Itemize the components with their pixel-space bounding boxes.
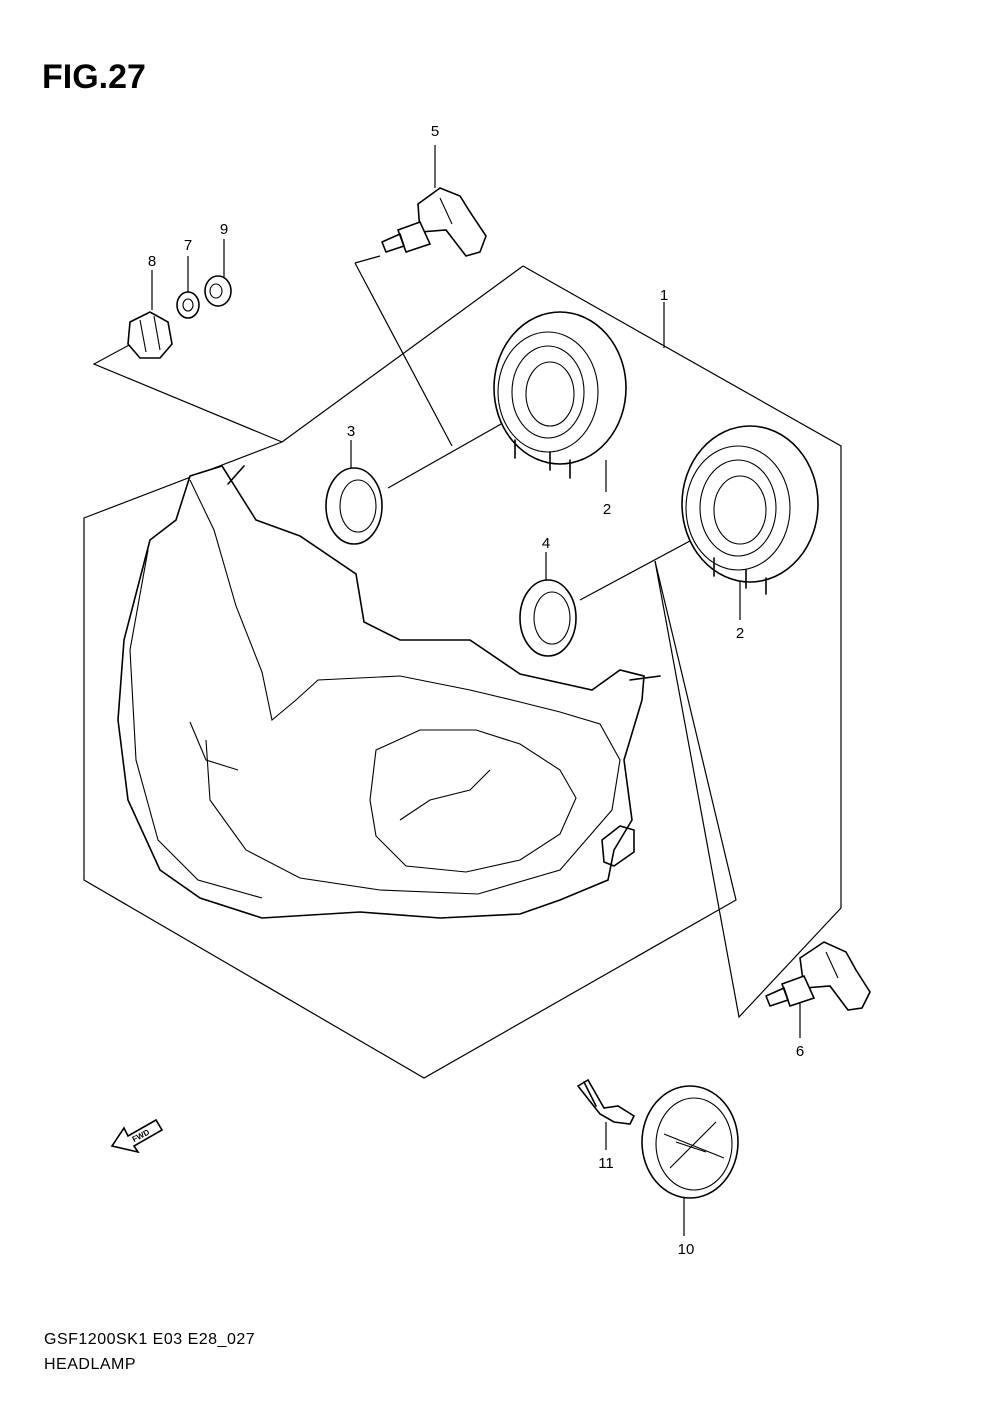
callout-labels: 1 2 2 3 4 5 6 7 8 9 10 11	[148, 123, 804, 1258]
callout-9: 9	[220, 221, 228, 238]
diagram-caption: HEADLAMP	[44, 1356, 137, 1373]
callout-2-lower: 2	[736, 625, 744, 642]
callout-4: 4	[542, 535, 550, 552]
callout-10: 10	[678, 1241, 695, 1258]
callout-6: 6	[796, 1043, 804, 1060]
model-code: GSF1200SK1 E03 E28_027	[44, 1331, 256, 1348]
figure-title: FIG.27	[42, 58, 146, 96]
grommet-8	[127, 311, 173, 359]
washer-7	[176, 291, 200, 319]
callout-7: 7	[184, 237, 192, 254]
ring-4	[519, 579, 577, 657]
bulb-6	[765, 941, 871, 1011]
screw-11	[576, 1078, 636, 1125]
cap-10	[641, 1085, 739, 1199]
ring-3	[325, 467, 383, 545]
callout-2-upper: 2	[603, 501, 611, 518]
headlamp-housing	[117, 465, 661, 919]
assembly-boundary	[83, 265, 842, 1079]
bulb-5	[381, 187, 487, 257]
callout-11: 11	[598, 1155, 614, 1172]
callout-1: 1	[660, 287, 668, 304]
callout-5: 5	[431, 123, 439, 140]
socket-2-upper	[493, 311, 627, 479]
callout-3: 3	[347, 423, 355, 440]
socket-2-lower	[681, 425, 819, 595]
callout-8: 8	[148, 253, 156, 270]
forward-direction-arrow: FWD	[110, 1118, 164, 1154]
nut-9	[204, 275, 232, 307]
